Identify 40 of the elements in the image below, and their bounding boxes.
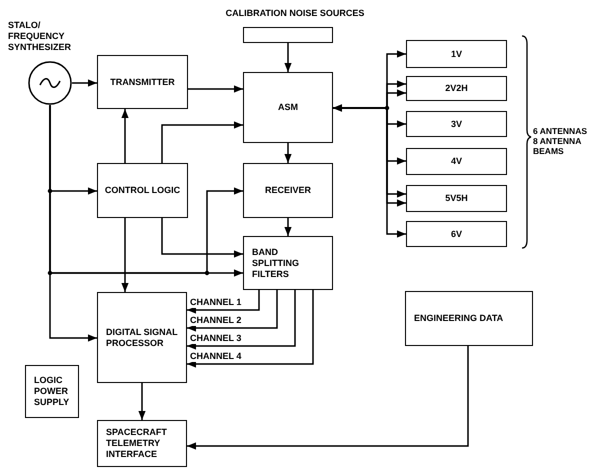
engineering-data-box: ENGINEERING DATA (405, 291, 533, 346)
arrow (72, 79, 97, 87)
arrow (188, 85, 243, 93)
arrow (284, 43, 292, 72)
brace-label: 8 ANTENNA BEAMS (533, 136, 582, 156)
arrow (121, 109, 129, 163)
edge-label: CHANNEL 3 (190, 333, 242, 344)
arrow (49, 105, 97, 342)
antenna-box: 5V5H (406, 185, 507, 212)
edge-label: CHANNEL 1 (190, 297, 242, 308)
node-heading: STALO/ FREQUENCY SYNTHESIZER (8, 20, 72, 53)
arrow (284, 143, 292, 163)
arrow (187, 346, 469, 450)
power-supply-box: LOGIC POWER SUPPLY (25, 365, 79, 418)
control-logic-box: CONTROL LOGIC (97, 163, 188, 218)
arrow (161, 218, 243, 258)
asm-box: ASM (243, 72, 333, 143)
antenna-box: 4V (406, 148, 507, 175)
arrow (333, 104, 406, 238)
arrow (187, 290, 314, 368)
arrow (138, 383, 146, 420)
antenna-box: 1V (406, 40, 507, 68)
node-heading: CALIBRATION NOISE SOURCES (224, 8, 366, 19)
arrow (284, 218, 292, 236)
antenna-box: 3V (406, 111, 507, 137)
arrow (161, 121, 243, 163)
arrow (187, 290, 296, 350)
edge-label: CHANNEL 2 (190, 315, 242, 326)
antenna-box: 6V (406, 221, 507, 247)
receiver-box: RECEIVER (243, 163, 333, 218)
transmitter-box: TRANSMITTER (97, 55, 188, 109)
edge-label: CHANNEL 4 (190, 351, 242, 362)
arrow (187, 290, 278, 332)
arrow (121, 218, 129, 292)
brace-label: 6 ANTENNAS (533, 126, 588, 136)
processor-box: DIGITAL SIGNAL PROCESSOR (97, 292, 187, 383)
antenna-box: 2V2H (406, 76, 507, 101)
arrow (187, 290, 260, 314)
filter-box: BAND SPLITTING FILTERS (243, 236, 333, 290)
telemetry-interface-box: SPACECRAFT TELEMETRY INTERFACE (97, 420, 187, 467)
